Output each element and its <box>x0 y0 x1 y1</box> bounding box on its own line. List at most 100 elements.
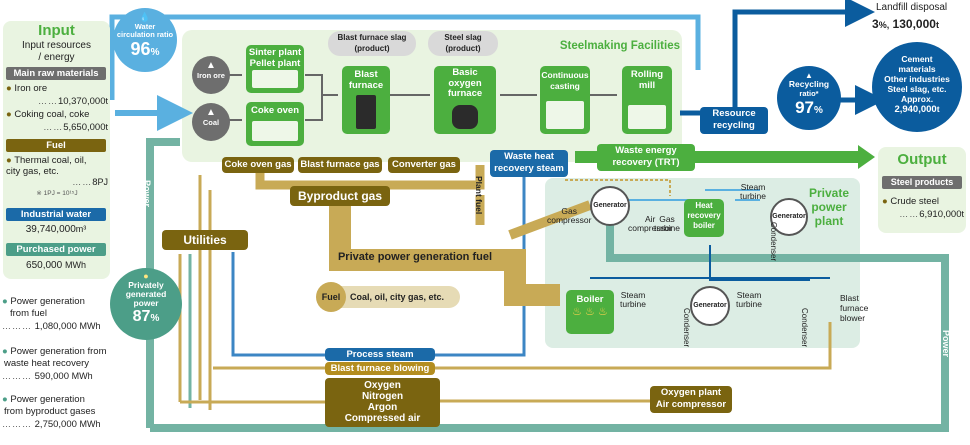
external-fuel <box>318 286 460 308</box>
gas-compressor-label: Gas compressor <box>547 207 591 225</box>
sinter-plant: Sinter plant Pellet plant <box>246 45 304 93</box>
hrb-line1: Heat <box>695 201 713 210</box>
fuel-unit: PJ <box>97 177 108 187</box>
output-panel <box>878 147 966 233</box>
rolling-mill-line2: mill <box>638 79 656 91</box>
purchased-power-header: Purchased power <box>6 243 106 256</box>
rolling-mill-icon <box>628 105 666 129</box>
private-power-fuel-label: Private power generation fuel <box>337 251 493 263</box>
gen-waste-heat-unit: MWh <box>71 371 93 381</box>
blast-furnace-icon <box>356 95 376 129</box>
water-drop-icon: 💧 <box>139 12 151 22</box>
fuel-note: ※ 1PJ = 10¹⁵J <box>36 190 78 197</box>
continuous-casting-line2: casting <box>550 80 580 91</box>
gas-turbine-line2: turbine <box>654 223 680 233</box>
bf-slag-label: Blast furnace slag (product) <box>328 31 416 56</box>
gen-waste-heat-line1: Power generation from <box>10 346 107 357</box>
coking-coal-label: Coking coal, coke <box>14 109 90 120</box>
purchased-power-unit: MWh <box>64 260 86 270</box>
landfill-percent-unit: %, <box>878 20 890 30</box>
sinter-plant-line2: Pellet plant <box>249 57 301 69</box>
generator-1: Generator <box>590 186 630 226</box>
air-compressor-label: Air compressor <box>628 215 672 233</box>
byproducts-line4: Steel slag, etc. <box>887 84 947 94</box>
landfill-value: 130,000 <box>892 17 936 31</box>
byproducts-line3: Other industries <box>884 74 950 84</box>
basic-oxygen-furnace: Basic oxygen furnace <box>434 66 496 134</box>
steel-slag-line2: (product) <box>445 44 481 53</box>
waste-energy-line1: Waste energy <box>615 145 677 156</box>
flame-icon: ♨ ♨ ♨ <box>572 306 608 318</box>
iron-ore-item: ● Iron ore ……10,370,000t <box>6 83 108 107</box>
input-subtitle: Input resources / energy <box>3 40 110 64</box>
purchased-power-value: 650,000 <box>26 260 63 271</box>
steam-turbine-3-label: Steam turbine <box>736 291 762 309</box>
byproducts-line2: materials <box>898 64 936 74</box>
process-steam: Process steam <box>325 348 435 361</box>
continuous-casting-line1: Continuous <box>541 70 589 80</box>
fuel-value: 8 <box>92 177 98 188</box>
bf-slag-line1: Blast furnace slag <box>337 33 407 42</box>
input-subtitle-line2: / energy <box>38 52 75 63</box>
boiler-label: Boiler <box>576 294 604 305</box>
water-circulation-label1: Water <box>134 22 156 31</box>
bof-line1: Basic <box>452 67 478 78</box>
blast-furnace-line2: furnace <box>348 79 384 91</box>
oxygen-plant-line1: Oxygen plant <box>660 387 722 398</box>
fuel-item: ● Thermal coal, oil, city gas, etc. ……8P… <box>6 155 108 197</box>
coking-coal-value: 5,650,000 <box>63 122 106 133</box>
recycling-pile-icon: ▲ <box>805 71 813 80</box>
gen-byproduct-line1: Power generation <box>10 394 85 405</box>
output-title: Output <box>897 151 947 168</box>
gen-waste-heat-item: ● Power generation from waste heat recov… <box>2 346 117 383</box>
external-fuel-badge: Fuel <box>316 282 346 312</box>
steel-slag-label: Steel slag (product) <box>428 31 498 56</box>
water-circulation-badge: 💧 Water circulation ratio 96% <box>113 8 177 72</box>
argon-label: Argon <box>367 402 398 413</box>
coal-pile-icon: ▲ <box>206 107 216 118</box>
byproducts-line5: Approx. <box>900 94 934 104</box>
gas-turbine-label: Gas turbine <box>654 215 680 233</box>
steam-turbine-1-line1: Steam <box>740 182 766 192</box>
gen-fuel-line1: Power generation <box>10 296 85 307</box>
byproducts-line1: Cement <box>901 54 933 64</box>
power-plant-title3: plant <box>814 214 844 228</box>
iron-ore-value: 10,370,000 <box>57 96 106 107</box>
gen-waste-heat-line2: waste heat recovery <box>4 358 90 369</box>
sinter-plant-icon <box>252 70 298 88</box>
nitrogen-label: Nitrogen <box>361 391 404 402</box>
power-label-right: Power <box>941 330 951 358</box>
lightbulb-icon: ● <box>143 271 149 281</box>
crude-steel-label: Crude steel <box>890 196 939 207</box>
power-plant-title: Private power plant <box>800 186 858 228</box>
rolling-mill: Rolling mill <box>622 66 672 134</box>
condenser-2-label: Condenser <box>682 308 691 348</box>
steam-turbine-1-label: Steam turbine <box>740 183 766 201</box>
waste-energy-recovery: Waste energy recovery (TRT) <box>597 144 695 171</box>
ore-pile-icon: ▲ <box>206 60 216 71</box>
iron-ore-unit: t <box>105 96 108 106</box>
converter-gas: Converter gas <box>388 157 460 173</box>
steam-turbine-2-line1: Steam <box>620 290 646 300</box>
private-power-value: 87 <box>132 308 151 325</box>
condenser-3-label: Condenser <box>800 308 809 348</box>
power-plant-title1: Private <box>808 186 850 200</box>
generator-2: Generator <box>770 198 808 236</box>
recycling-ratio-badge: ▲ Recycling ratio* 97% <box>777 66 841 130</box>
plant-fuel-label: Plant fuel <box>474 176 484 215</box>
input-title: Input <box>38 22 75 39</box>
utilities: Utilities <box>162 230 248 250</box>
gen-byproduct-unit: MWh <box>79 419 101 429</box>
oxygen-label: Oxygen <box>364 380 401 391</box>
steel-products-header: Steel products <box>882 176 962 189</box>
private-power-unit: % <box>150 313 160 324</box>
hrb-line3: boiler <box>693 221 715 230</box>
coke-oven-gas: Coke oven gas <box>222 157 294 173</box>
gen-fuel-line2: from fuel <box>10 308 47 319</box>
gen-fuel-value: 1,080,000 <box>34 321 77 332</box>
steel-slag-line1: Steel slag <box>444 33 482 42</box>
fuel-line2: city gas, etc. <box>6 166 59 177</box>
industrial-water-value-row: 39,740,000m³ <box>6 224 106 235</box>
blast-furnace-gas: Blast furnace gas <box>298 157 382 173</box>
coke-oven-label: Coke oven <box>250 105 300 116</box>
